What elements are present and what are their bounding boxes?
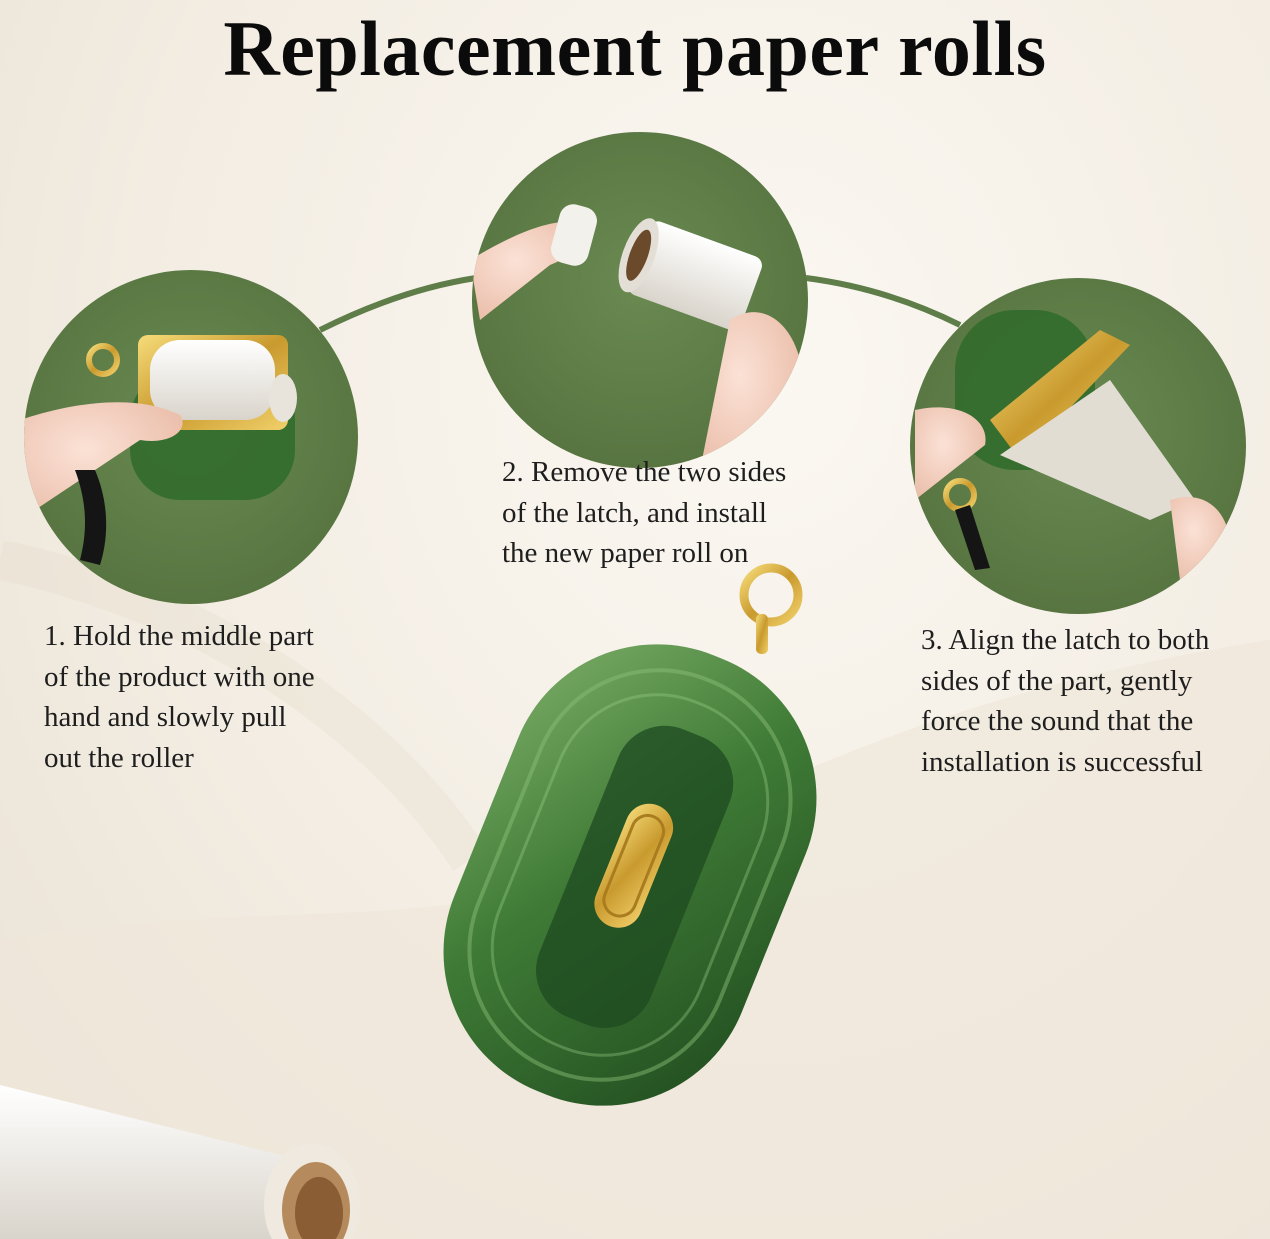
step-1-line: of the product with one — [44, 660, 315, 693]
step1-photo — [24, 270, 358, 604]
step-1-line: hand and slowly pull — [44, 701, 287, 733]
step-2-line: of the latch, and install — [502, 496, 767, 529]
step-3-instructions: 3. Align the latch to both sides of the … — [921, 620, 1209, 782]
step3-photo — [910, 278, 1246, 614]
page-title: Replacement paper rolls — [223, 5, 1047, 92]
product-photo — [443, 563, 817, 1106]
step-3-line: installation is successful — [921, 745, 1203, 778]
step-1-line: out the roller — [44, 741, 194, 774]
step-2-line: 2. Remove the two sides — [502, 456, 787, 488]
step-2-instructions: 2. Remove the two sides of the latch, an… — [502, 452, 786, 574]
step-3-line: force the sound that the — [921, 705, 1194, 737]
step2-photo — [472, 132, 808, 468]
step-1-line: 1. Hold the middle part — [44, 620, 314, 652]
step-1-instructions: 1. Hold the middle part of the product w… — [44, 616, 315, 778]
step-2-line: the new paper roll on — [502, 537, 749, 569]
paper-roll-photo — [0, 1085, 360, 1239]
step-3-line: sides of the part, gently — [921, 664, 1193, 697]
step-3-line: 3. Align the latch to both — [921, 624, 1210, 656]
